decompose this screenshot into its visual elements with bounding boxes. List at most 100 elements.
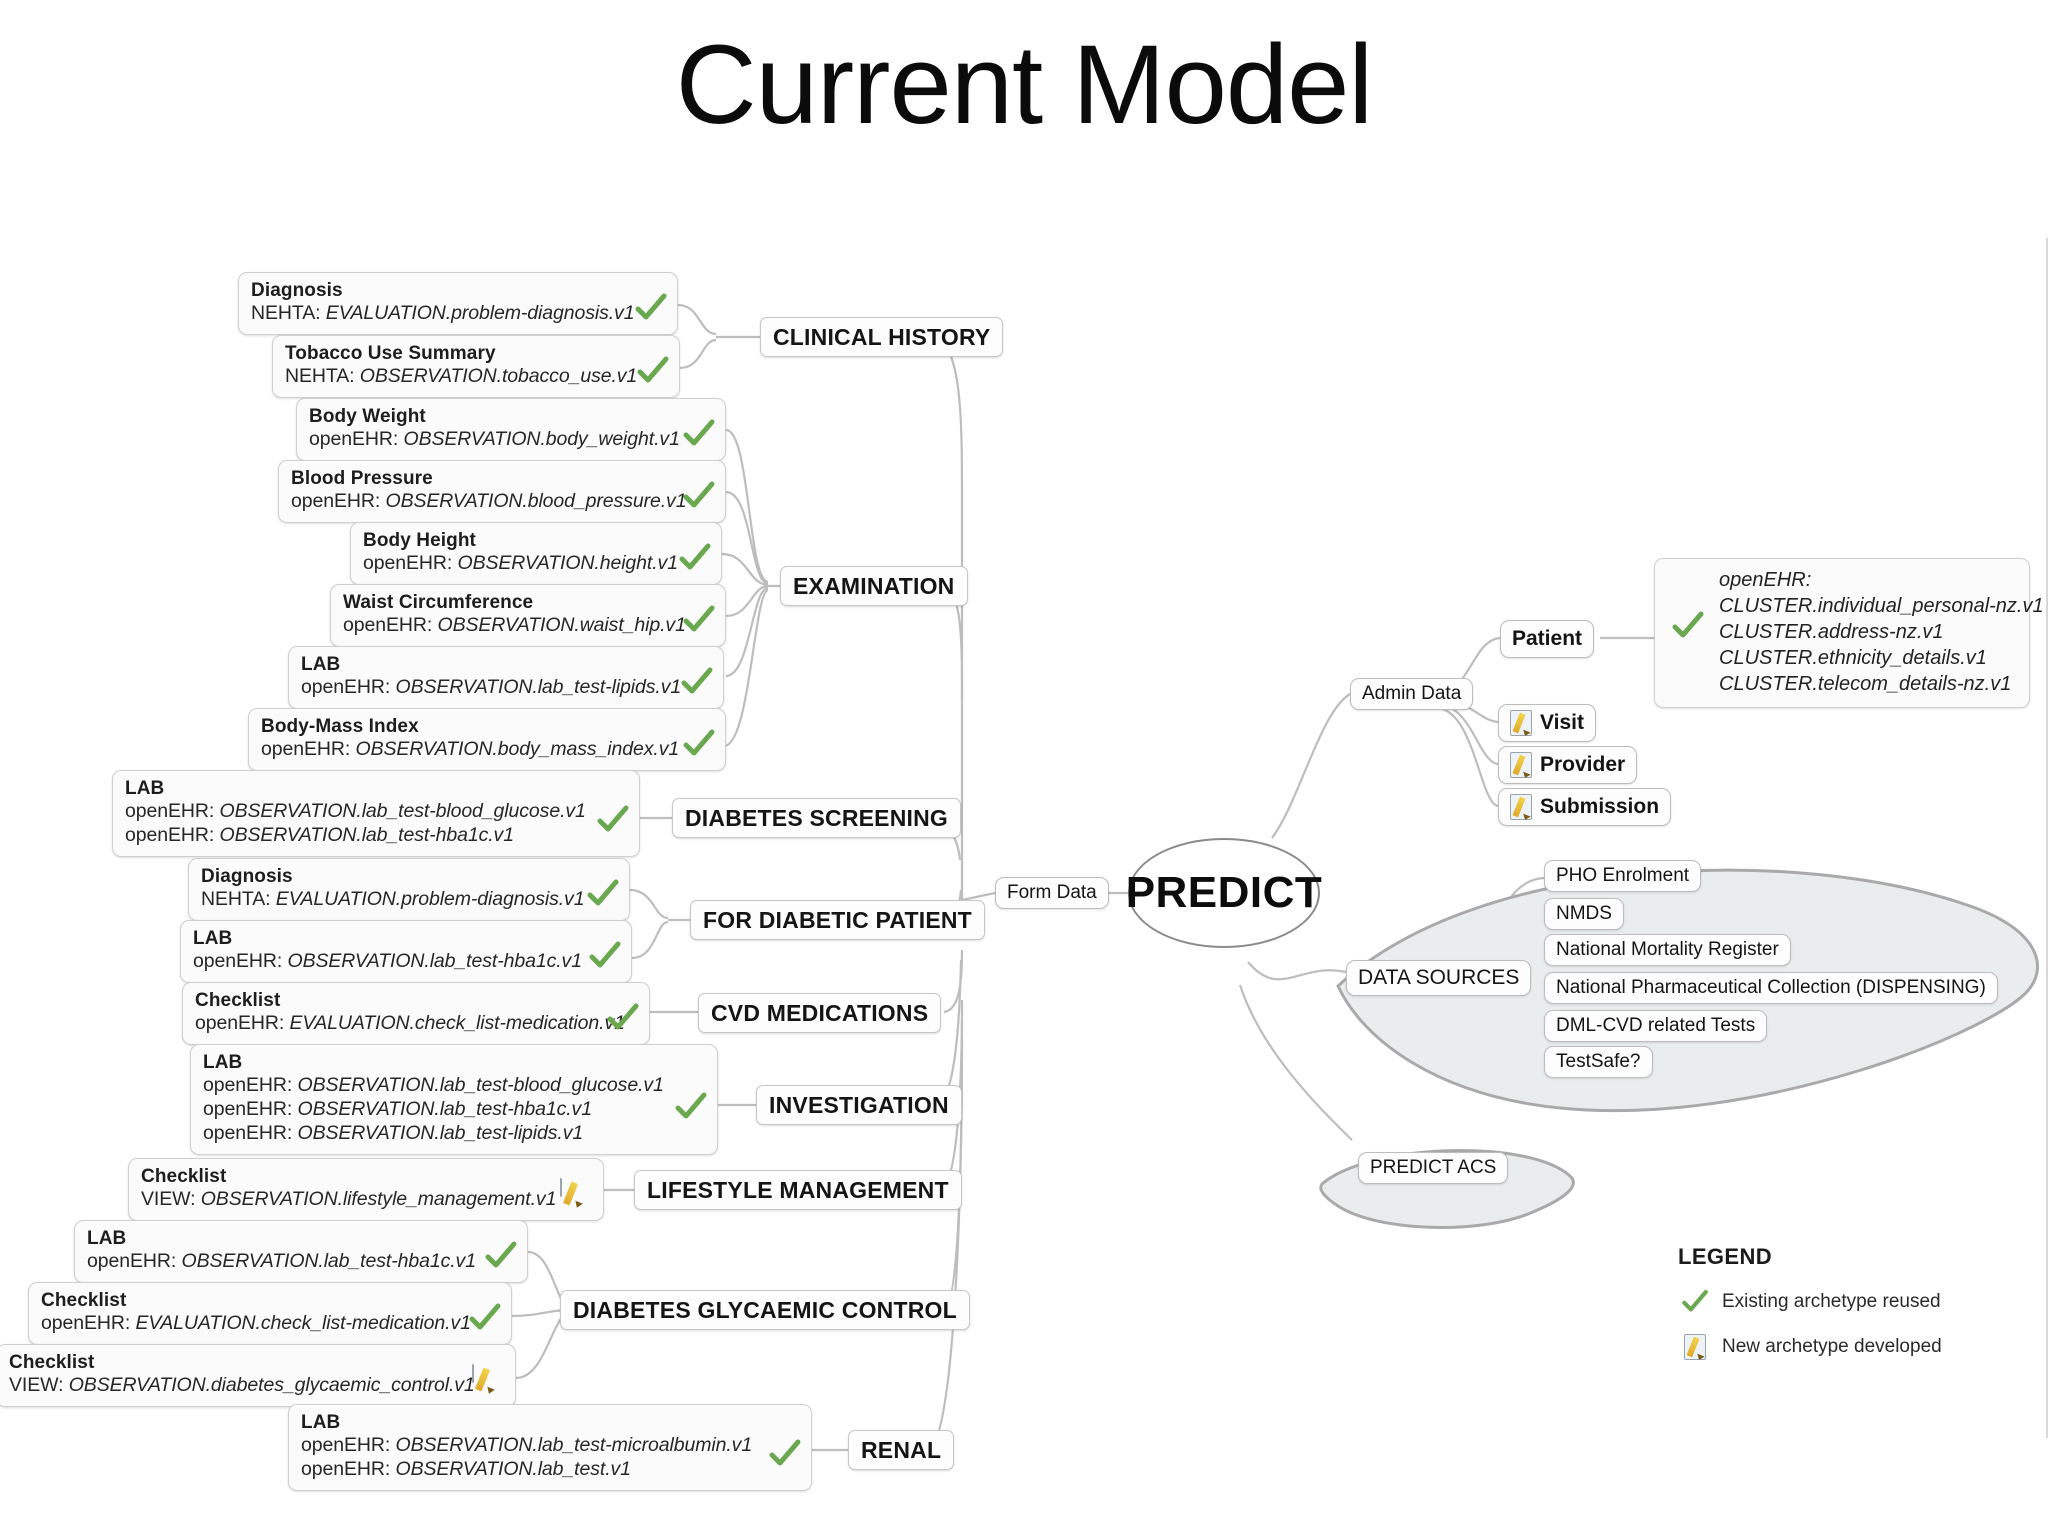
tick-icon xyxy=(680,665,714,699)
pencil-icon xyxy=(1510,794,1532,820)
cluster-line: CLUSTER.ethnicity_details.v1 xyxy=(1719,647,1987,669)
card-lab-hba1c-glycaemic[interactable]: LAB openEHR: OBSERVATION.lab_test-hba1c.… xyxy=(74,1220,528,1284)
card-title: Diagnosis xyxy=(201,866,293,887)
card-line: openEHR: OBSERVATION.waist_hip.v1 xyxy=(343,614,686,637)
card-title: Checklist xyxy=(9,1352,95,1373)
category-cvd-medications[interactable]: CVD MEDICATIONS xyxy=(698,993,942,1033)
card-diagnosis-clinical[interactable]: Diagnosis NEHTA: EVALUATION.problem-diag… xyxy=(238,272,678,336)
card-checklist-lifestyle-management[interactable]: Checklist VIEW: OBSERVATION.lifestyle_ma… xyxy=(128,1158,604,1222)
card-line: openEHR: OBSERVATION.lab_test-blood_gluc… xyxy=(125,800,586,823)
card-line: openEHR: OBSERVATION.lab_test-hba1c.v1 xyxy=(193,950,582,973)
node-data-sources[interactable]: DATA SOURCES xyxy=(1346,960,1532,996)
card-checklist-diabetes-glycaemic-control[interactable]: Checklist VIEW: OBSERVATION.diabetes_gly… xyxy=(0,1344,516,1408)
node-admin-data[interactable]: Admin Data xyxy=(1350,678,1474,710)
node-label: Visit xyxy=(1540,711,1584,734)
predict-center-node[interactable]: PREDICT xyxy=(1126,838,1322,948)
card-checklist-cvd-medications[interactable]: Checklist openEHR: EVALUATION.check_list… xyxy=(182,982,650,1046)
card-line: openEHR: EVALUATION.check_list-medicatio… xyxy=(195,1012,625,1035)
tick-icon xyxy=(484,1239,518,1273)
tick-icon xyxy=(606,1001,640,1035)
tick-icon xyxy=(1671,609,1705,643)
tick-icon xyxy=(586,877,620,911)
node-predict-acs[interactable]: PREDICT ACS xyxy=(1358,1152,1509,1184)
card-line: VIEW: OBSERVATION.lifestyle_management.v… xyxy=(141,1188,557,1211)
category-investigation[interactable]: INVESTIGATION xyxy=(756,1085,962,1125)
tick-icon xyxy=(682,479,716,513)
card-line: openEHR: OBSERVATION.height.v1 xyxy=(363,552,678,575)
card-line: openEHR: OBSERVATION.lab_test-blood_gluc… xyxy=(203,1074,664,1097)
node-patient[interactable]: Patient xyxy=(1500,620,1595,658)
data-source-dml-cvd-related-tests[interactable]: DML-CVD related Tests xyxy=(1544,1010,1768,1042)
tick-icon xyxy=(1678,1288,1712,1316)
card-lab-lipids-exam[interactable]: LAB openEHR: OBSERVATION.lab_test-lipids… xyxy=(288,646,724,710)
card-line: openEHR: OBSERVATION.lab_test-hba1c.v1 xyxy=(203,1098,592,1121)
card-lab-hba1c-diabetic[interactable]: LAB openEHR: OBSERVATION.lab_test-hba1c.… xyxy=(180,920,632,984)
card-line: openEHR: OBSERVATION.lab_test-microalbum… xyxy=(301,1434,753,1457)
card-tobacco-use-summary[interactable]: Tobacco Use Summary NEHTA: OBSERVATION.t… xyxy=(272,335,680,399)
tick-icon xyxy=(588,939,622,973)
card-body-weight[interactable]: Body Weight openEHR: OBSERVATION.body_we… xyxy=(296,398,726,462)
card-line: openEHR: OBSERVATION.lab_test-hba1c.v1 xyxy=(87,1250,476,1273)
pencil-icon xyxy=(472,1364,506,1399)
tick-icon xyxy=(682,417,716,451)
card-checklist-medication-glycaemic[interactable]: Checklist openEHR: EVALUATION.check_list… xyxy=(28,1282,512,1346)
card-title: Checklist xyxy=(141,1166,227,1187)
card-line: openEHR: OBSERVATION.lab_test-lipids.v1 xyxy=(301,676,682,699)
card-patient-cluster[interactable]: openEHR: CLUSTER.individual_personal-nz.… xyxy=(1654,558,2044,708)
cluster-line: CLUSTER.telecom_details-nz.v1 xyxy=(1719,673,2012,695)
slide-right-border xyxy=(2046,238,2048,1438)
pencil-icon xyxy=(1678,1334,1712,1360)
node-visit[interactable]: Visit xyxy=(1498,704,1596,742)
card-line: NEHTA: EVALUATION.problem-diagnosis.v1 xyxy=(201,888,585,911)
category-diabetes-glycaemic-control[interactable]: DIABETES GLYCAEMIC CONTROL xyxy=(560,1290,970,1330)
category-clinical-history[interactable]: CLINICAL HISTORY xyxy=(760,317,1004,357)
cluster-line: openEHR: xyxy=(1719,569,1812,591)
data-source-national-pharmaceutical-collection[interactable]: National Pharmaceutical Collection (DISP… xyxy=(1544,972,1998,1004)
card-blood-pressure[interactable]: Blood Pressure openEHR: OBSERVATION.bloo… xyxy=(278,460,726,524)
node-label: Provider xyxy=(1540,753,1626,776)
node-form-data[interactable]: Form Data xyxy=(995,877,1109,909)
card-body-height[interactable]: Body Height openEHR: OBSERVATION.height.… xyxy=(350,522,722,586)
legend: LEGEND Existing archetype reused New arc… xyxy=(1678,1244,1998,1360)
node-label: Submission xyxy=(1540,795,1660,818)
category-diabetes-screening[interactable]: DIABETES SCREENING xyxy=(672,798,962,838)
card-line: openEHR: OBSERVATION.blood_pressure.v1 xyxy=(291,490,687,513)
data-source-national-mortality-register[interactable]: National Mortality Register xyxy=(1544,934,1791,966)
legend-title: LEGEND xyxy=(1678,1244,1773,1269)
card-title: Waist Circumference xyxy=(343,592,534,613)
tick-icon xyxy=(768,1437,802,1471)
card-title: Checklist xyxy=(41,1290,127,1311)
card-line: NEHTA: EVALUATION.problem-diagnosis.v1 xyxy=(251,302,635,325)
cluster-line: CLUSTER.address-nz.v1 xyxy=(1719,621,1944,643)
card-title: LAB xyxy=(87,1228,127,1249)
card-line: openEHR: EVALUATION.check_list-medicatio… xyxy=(41,1312,471,1335)
category-for-diabetic-patient[interactable]: FOR DIABETIC PATIENT xyxy=(690,900,985,940)
card-line: openEHR: OBSERVATION.lab_test-lipids.v1 xyxy=(203,1122,584,1145)
data-source-testsafe[interactable]: TestSafe? xyxy=(1544,1046,1653,1078)
node-submission[interactable]: Submission xyxy=(1498,788,1672,826)
node-provider[interactable]: Provider xyxy=(1498,746,1638,784)
card-title: LAB xyxy=(125,778,165,799)
legend-item-new-archetype-developed: New archetype developed xyxy=(1678,1334,1998,1360)
card-diagnosis-diabetic[interactable]: Diagnosis NEHTA: EVALUATION.problem-diag… xyxy=(188,858,630,922)
data-source-nmds[interactable]: NMDS xyxy=(1544,898,1624,930)
card-title: Checklist xyxy=(195,990,281,1011)
data-source-pho-enrolment[interactable]: PHO Enrolment xyxy=(1544,860,1702,892)
card-body-mass-index[interactable]: Body-Mass Index openEHR: OBSERVATION.bod… xyxy=(248,708,726,772)
card-waist-circumference[interactable]: Waist Circumference openEHR: OBSERVATION… xyxy=(330,584,726,648)
card-line: VIEW: OBSERVATION.diabetes_glycaemic_con… xyxy=(9,1374,475,1397)
tick-icon xyxy=(678,541,712,575)
card-lab-investigation[interactable]: LAB openEHR: OBSERVATION.lab_test-blood_… xyxy=(190,1044,718,1156)
legend-item-label: Existing archetype reused xyxy=(1722,1291,1941,1312)
card-lab-diabetes-screening[interactable]: LAB openEHR: OBSERVATION.lab_test-blood_… xyxy=(112,770,640,858)
card-title: LAB xyxy=(301,654,341,675)
pencil-icon xyxy=(560,1178,594,1213)
category-examination[interactable]: EXAMINATION xyxy=(780,566,968,606)
category-renal[interactable]: RENAL xyxy=(848,1430,955,1470)
card-title: LAB xyxy=(301,1412,341,1433)
card-line: openEHR: OBSERVATION.body_mass_index.v1 xyxy=(261,738,680,761)
category-lifestyle-management[interactable]: LIFESTYLE MANAGEMENT xyxy=(634,1170,962,1210)
legend-item-label: New archetype developed xyxy=(1722,1336,1942,1357)
card-lab-renal[interactable]: LAB openEHR: OBSERVATION.lab_test-microa… xyxy=(288,1404,812,1492)
legend-item-existing-archetype-reused: Existing archetype reused xyxy=(1678,1288,1998,1316)
